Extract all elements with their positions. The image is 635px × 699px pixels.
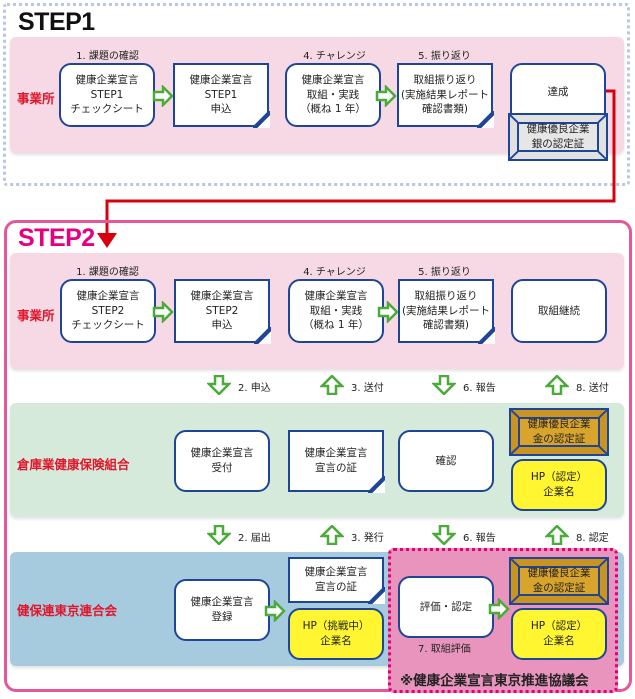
certificate-bevel-icon [510, 115, 606, 159]
arrow-right-icon [377, 301, 399, 323]
step1-frame [3, 3, 630, 186]
union-certificate-doc: 健康企業宣言 宣言の証 [288, 430, 385, 493]
union-receive-box: 健康企業宣言 受付 [174, 430, 270, 492]
federation-hp-box: HP（認定） 企業名 [511, 608, 607, 660]
arrow-right-icon [152, 85, 174, 107]
silver-certificate-text: 健康優良企業 銀の認定証 [526, 123, 590, 150]
union-gold-certificate: 健康優良企業 金の認定証 [509, 408, 609, 456]
flow-label-apply: 2. 申込 [238, 383, 271, 394]
federation-gold-certificate-text: 健康優良企業 金の認定証 [527, 567, 591, 594]
arrow-up-icon [545, 525, 569, 545]
flow-label-issue: 3. 発行 [351, 533, 384, 544]
union-lane-label: 倉庫業健康保険組合 [17, 457, 130, 472]
step1-review-doc: 取組振り返り (実施結果レポート 確認書類) [397, 63, 494, 128]
council-label: ※健康企業宣言東京推進協議会 [400, 673, 589, 689]
step2-frame [4, 220, 632, 692]
step1-review-text: 取組振り返り (実施結果レポート 確認書類) [400, 73, 490, 116]
step1-apply-doc: 健康企業宣言 STEP1 申込 [173, 63, 270, 128]
union-certificate-text: 健康企業宣言 宣言の証 [304, 447, 368, 474]
arrow-up-icon [320, 375, 344, 395]
flow-label-send-cert: 8. 送付 [576, 383, 609, 394]
step1-achieve-box: 達成 [510, 63, 606, 121]
federation-register-box: 健康企業宣言 登録 [174, 579, 270, 641]
step1-checksheet-box: 健康企業宣言 STEP1 チェックシート [59, 63, 155, 127]
certificate-bevel-icon [511, 559, 607, 603]
page-fold-icon [368, 587, 385, 604]
evaluate-step-label: 7. 取組評価 [418, 644, 471, 655]
arrow-right-icon [375, 85, 397, 107]
step2-title: STEP2 [18, 224, 95, 252]
step1-label-challenge: 4. チャレンジ [303, 51, 366, 62]
union-confirm-box: 確認 [398, 430, 494, 492]
federation-gold-certificate-inner: 健康優良企業 金の認定証 [518, 566, 600, 596]
step2-review-doc: 取組振り返り (実施結果レポート 確認書類) [398, 279, 495, 344]
silver-certificate-inner: 健康優良企業 銀の認定証 [517, 122, 599, 152]
step1-title: STEP1 [18, 8, 95, 36]
flow-label-report: 6. 報告 [463, 383, 496, 394]
flow-label-send: 3. 送付 [351, 383, 384, 394]
federation-hp-challenge-box: HP（挑戦中） 企業名 [288, 608, 384, 660]
flow-label-certify: 8. 認定 [576, 533, 609, 544]
step2-continue-box: 取組継続 [511, 279, 607, 343]
evaluate-box: 評価・認定 [398, 576, 494, 638]
arrow-down-icon [432, 525, 456, 545]
page-fold-icon [254, 327, 271, 344]
office-lane-label: 事業所 [17, 308, 55, 323]
step1-apply-text: 健康企業宣言 STEP1 申込 [189, 73, 253, 116]
step2-apply-doc: 健康企業宣言 STEP2 申込 [174, 279, 271, 344]
page-fold-icon [368, 476, 385, 493]
page-fold-icon [478, 327, 495, 344]
step2-label-check: 1. 課題の確認 [76, 267, 139, 278]
step1-practice-box: 健康企業宣言 取組・実践 （概ね 1 年） [285, 63, 381, 127]
arrow-down-icon [207, 375, 231, 395]
step2-label-challenge: 4. チャレンジ [303, 267, 366, 278]
federation-lane-label: 健保連東京連合会 [17, 603, 118, 618]
federation-gold-certificate: 健康優良企業 金の認定証 [509, 557, 609, 605]
certificate-bevel-icon [511, 410, 607, 454]
step1-label-review: 5. 振り返り [418, 51, 471, 62]
step2-apply-text: 健康企業宣言 STEP2 申込 [190, 289, 254, 332]
step2-review-text: 取組振り返り (実施結果レポート 確認書類) [401, 289, 491, 332]
federation-certificate-doc: 健康企業宣言 宣言の証 [288, 557, 385, 604]
flow-label-notify: 2. 届出 [238, 533, 271, 544]
connector-step1-to-step2 [97, 89, 616, 248]
arrow-right-icon [152, 301, 174, 323]
union-gold-certificate-inner: 健康優良企業 金の認定証 [518, 417, 600, 447]
step1-lane-label: 事業所 [17, 91, 55, 106]
arrow-up-icon [545, 375, 569, 395]
silver-certificate: 健康優良企業 銀の認定証 [508, 113, 608, 161]
union-hp-box: HP（認定） 企業名 [511, 459, 607, 511]
step2-checksheet-box: 健康企業宣言 STEP2 チェックシート [60, 279, 156, 343]
step2-label-review: 5. 振り返り [418, 267, 471, 278]
union-gold-certificate-text: 健康優良企業 金の認定証 [527, 418, 591, 445]
step1-label-check: 1. 課題の確認 [76, 51, 139, 62]
arrow-up-icon [320, 525, 344, 545]
arrow-right-icon [264, 600, 286, 622]
arrow-right-icon [488, 598, 510, 620]
arrow-down-icon [432, 375, 456, 395]
arrow-down-icon [207, 525, 231, 545]
flow-label-report-lower: 6. 報告 [463, 533, 496, 544]
step2-practice-box: 健康企業宣言 取組・実践 （概ね 1 年） [288, 279, 384, 343]
federation-certificate-text: 健康企業宣言 宣言の証 [304, 566, 368, 593]
